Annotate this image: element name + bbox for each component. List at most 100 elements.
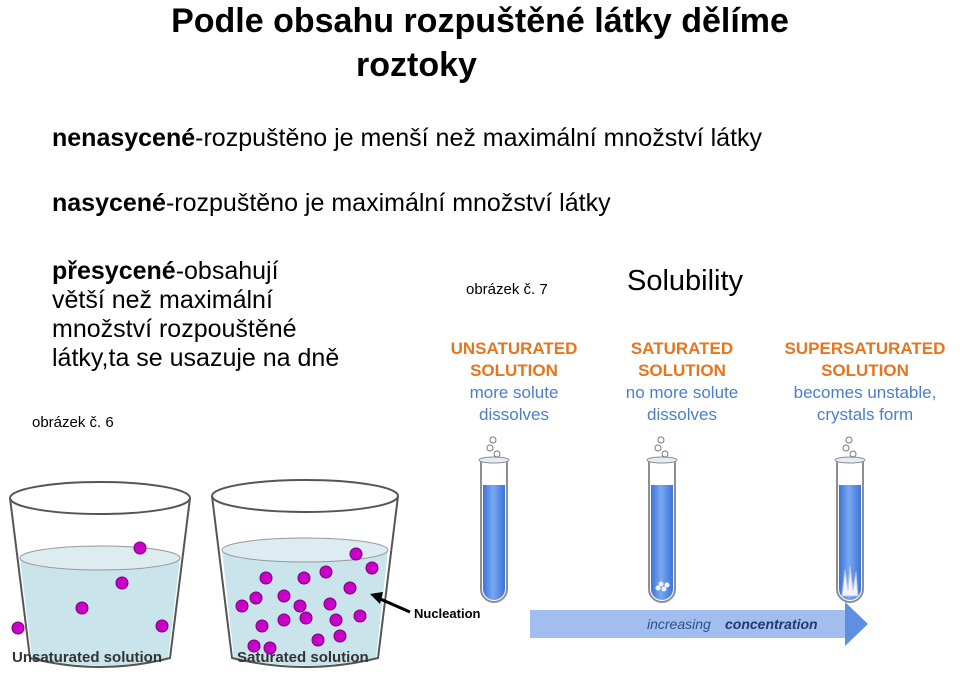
solute-particle xyxy=(353,609,367,623)
falling-solute xyxy=(849,450,857,458)
term-unsaturated: nenasycené xyxy=(52,124,196,152)
solute-particle xyxy=(11,621,25,635)
unsaturated-tube xyxy=(478,436,510,603)
tube-glass xyxy=(480,460,508,603)
page-title-line2: roztoky xyxy=(356,46,477,84)
definition-text: větší než maximální xyxy=(52,286,273,314)
falling-solute xyxy=(657,436,665,444)
heading-line: SOLUTION xyxy=(638,361,726,380)
unsaturated-label: Unsaturated solution xyxy=(12,649,162,666)
unsaturated-heading: UNSATURATED SOLUTION more solute dissolv… xyxy=(424,338,604,426)
definition-text: látky,ta se usazuje na dně xyxy=(52,344,340,372)
solute-particle xyxy=(255,619,269,633)
solute-particle xyxy=(343,581,357,595)
supersaturated-heading: SUPERSATURATED SOLUTION becomes unstable… xyxy=(770,338,960,426)
solute-particle xyxy=(349,547,363,561)
nucleation-arrow xyxy=(377,596,411,614)
solute-particle xyxy=(329,613,343,627)
beaker-liquid xyxy=(20,558,180,666)
solute-particle xyxy=(75,601,89,615)
solute-particle xyxy=(263,641,277,655)
description-line: dissolves xyxy=(647,405,717,424)
figure-6-caption: obrázek č. 6 xyxy=(32,414,114,431)
definition-unsaturated: nenasycené-rozpuštěno je menší než maxim… xyxy=(52,123,762,153)
definition-saturated: nasycené-rozpuštěno je maximální množstv… xyxy=(52,188,611,218)
tube-glass xyxy=(836,460,864,603)
description-line: becomes unstable, xyxy=(793,383,937,402)
settled-solute xyxy=(655,585,661,591)
settled-solute xyxy=(664,582,670,588)
heading-line: UNSATURATED xyxy=(450,339,578,358)
beaker-outline xyxy=(9,497,191,668)
falling-solute xyxy=(489,436,497,444)
definition-text: -rozpuštěno je menší než maximální množs… xyxy=(195,124,763,152)
solute-particle xyxy=(365,561,379,575)
figure-7-caption: obrázek č. 7 xyxy=(466,281,548,298)
falling-solute xyxy=(486,444,494,452)
solute-particles xyxy=(11,541,379,655)
tube-rim xyxy=(834,456,866,464)
saturated-label: Saturated solution xyxy=(237,649,369,666)
heading-line: SUPERSATURATED xyxy=(784,339,946,358)
tube-rim xyxy=(478,456,510,464)
solubility-title: Solubility xyxy=(627,265,744,297)
solute-particle xyxy=(323,597,337,611)
beaker-outline xyxy=(211,495,399,668)
solute-particle xyxy=(155,619,169,633)
description-line: dissolves xyxy=(479,405,549,424)
solute-particle xyxy=(299,611,313,625)
settled-solute xyxy=(658,581,664,587)
solute-particle xyxy=(333,629,347,643)
liquid-surface xyxy=(19,545,181,571)
solute-particle xyxy=(235,599,249,613)
arrow-fade xyxy=(530,610,845,638)
definition-text: -obsahují xyxy=(175,257,279,285)
solute-particle xyxy=(297,571,311,585)
solute-particle xyxy=(259,571,273,585)
solute-particle xyxy=(249,591,263,605)
term-supersaturated: přesycené xyxy=(52,257,176,285)
term-saturated: nasycené xyxy=(52,189,166,217)
definition-text: -rozpuštěno je maximální množství látky xyxy=(165,189,611,217)
solute-particle xyxy=(133,541,147,555)
description-line: more solute xyxy=(469,383,559,402)
falling-solute xyxy=(493,450,501,458)
unsaturated-beaker xyxy=(9,481,191,668)
arrow-word-concentration: concentration xyxy=(725,616,818,632)
description-line: crystals form xyxy=(816,405,914,424)
tube-liquid xyxy=(651,485,673,600)
liquid-surface xyxy=(221,537,389,563)
definition-text: množství rozpouštěné xyxy=(52,315,297,343)
solute-particle xyxy=(277,589,291,603)
test-tubes-illustration: increasing concentration xyxy=(478,436,868,646)
settled-solute xyxy=(661,586,667,592)
arrow-head-icon xyxy=(370,592,383,604)
heading-line: SATURATED xyxy=(630,339,734,358)
saturated-tube xyxy=(646,436,678,603)
beakers-illustration: Nucleation Unsaturated solution Saturate… xyxy=(9,479,481,668)
heading-line: SOLUTION xyxy=(470,361,558,380)
nucleation-label: Nucleation xyxy=(414,606,481,621)
solute-particle xyxy=(115,576,129,590)
falling-solute xyxy=(842,444,850,452)
solute-particle xyxy=(293,599,307,613)
saturated-heading: SATURATED SOLUTION no more solute dissol… xyxy=(592,338,772,426)
tube-rim xyxy=(646,456,678,464)
description-line: no more solute xyxy=(625,383,739,402)
crystal-icon xyxy=(841,565,859,597)
solute-particle xyxy=(277,613,291,627)
solute-particle xyxy=(319,565,333,579)
solute-particle xyxy=(311,633,325,647)
definition-supersaturated: přesycené-obsahují větší než maximální m… xyxy=(52,257,339,373)
heading-line: SOLUTION xyxy=(821,361,909,380)
page-title: Podle obsahu rozpuštěné látky dělíme xyxy=(171,2,789,40)
falling-solute xyxy=(845,436,853,444)
supersaturated-tube xyxy=(834,436,866,603)
falling-solute xyxy=(654,444,662,452)
arrow-word-increasing: increasing xyxy=(647,616,711,632)
beaker-rim xyxy=(211,479,399,513)
beaker-rim xyxy=(9,481,191,515)
tube-liquid xyxy=(483,485,505,600)
falling-solute xyxy=(661,450,669,458)
tube-glass xyxy=(648,460,676,603)
